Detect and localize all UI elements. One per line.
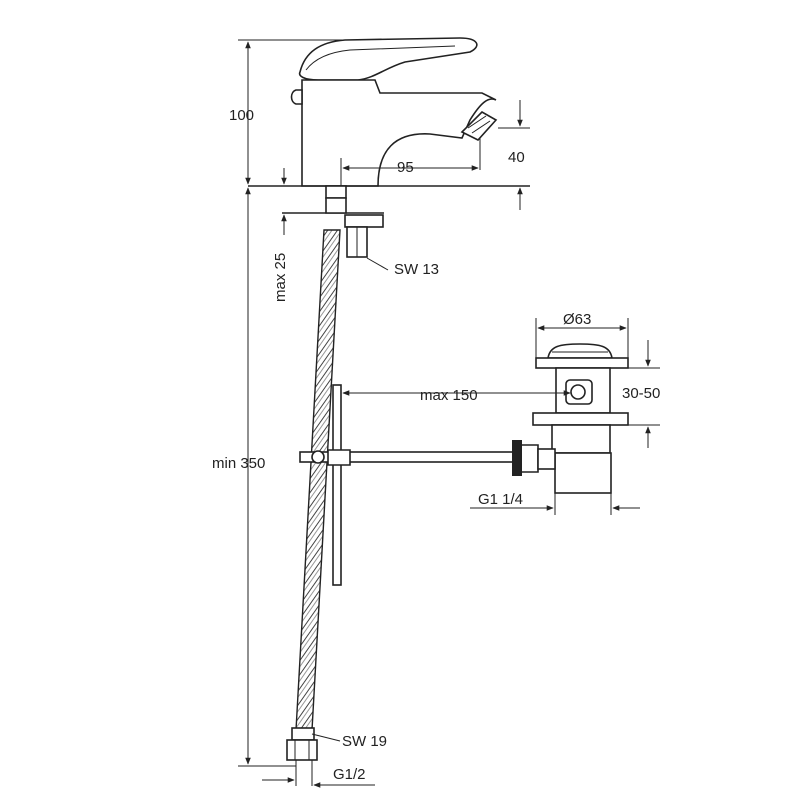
dimension-labels: 100 40 95 max 25 SW 13 Ø63 30-50 max 150… <box>212 107 660 783</box>
label-diameter-63: Ø63 <box>563 311 591 328</box>
label-g-half: G1/2 <box>333 766 366 783</box>
waste-valve <box>512 343 629 494</box>
label-sw-19: SW 19 <box>342 733 387 750</box>
mounting-assembly <box>282 197 389 271</box>
label-g1-quarter: G1 1/4 <box>478 491 523 508</box>
label-sw-13: SW 13 <box>394 261 439 278</box>
label-max-150: max 150 <box>420 387 478 404</box>
braided-hose <box>286 229 341 761</box>
label-95: 95 <box>397 159 414 176</box>
label-40: 40 <box>508 149 525 166</box>
label-30-50: 30-50 <box>622 385 660 402</box>
popup-rod <box>299 384 521 586</box>
label-100: 100 <box>229 107 254 124</box>
dimension-lines <box>238 39 660 788</box>
label-min-350: min 350 <box>212 455 265 472</box>
label-max-25: max 25 <box>272 253 289 302</box>
faucet-body <box>248 37 530 199</box>
